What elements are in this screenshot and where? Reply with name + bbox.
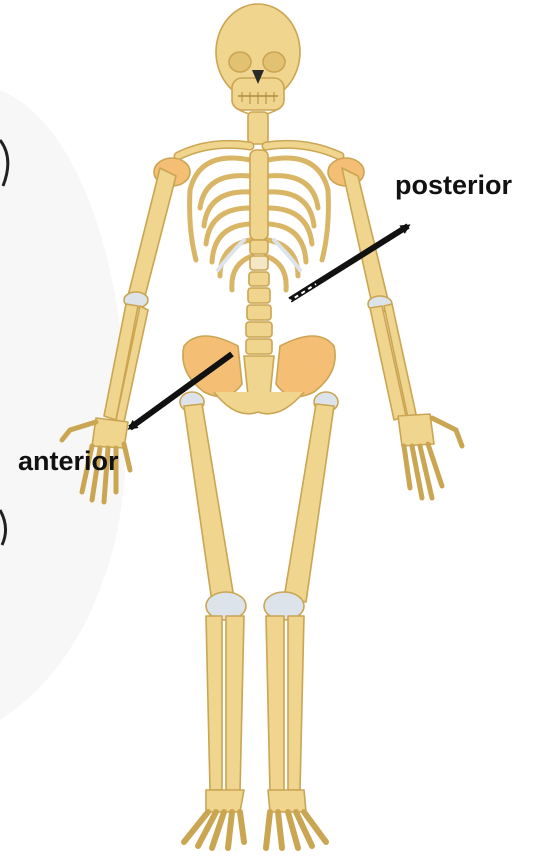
sternum: [250, 150, 268, 240]
right-leg: [264, 392, 338, 792]
skeleton-bones: [62, 4, 462, 848]
posterior-label: posterior: [395, 170, 512, 201]
spine: [246, 240, 272, 354]
left-leg: [180, 392, 246, 792]
left-foot: [184, 790, 244, 848]
right-hand: [398, 414, 462, 498]
right-foot: [266, 790, 326, 848]
right-arm: [342, 168, 416, 420]
skull: [216, 4, 300, 115]
cervical-spine: [248, 112, 268, 144]
anterior-label: anterior: [18, 446, 119, 477]
